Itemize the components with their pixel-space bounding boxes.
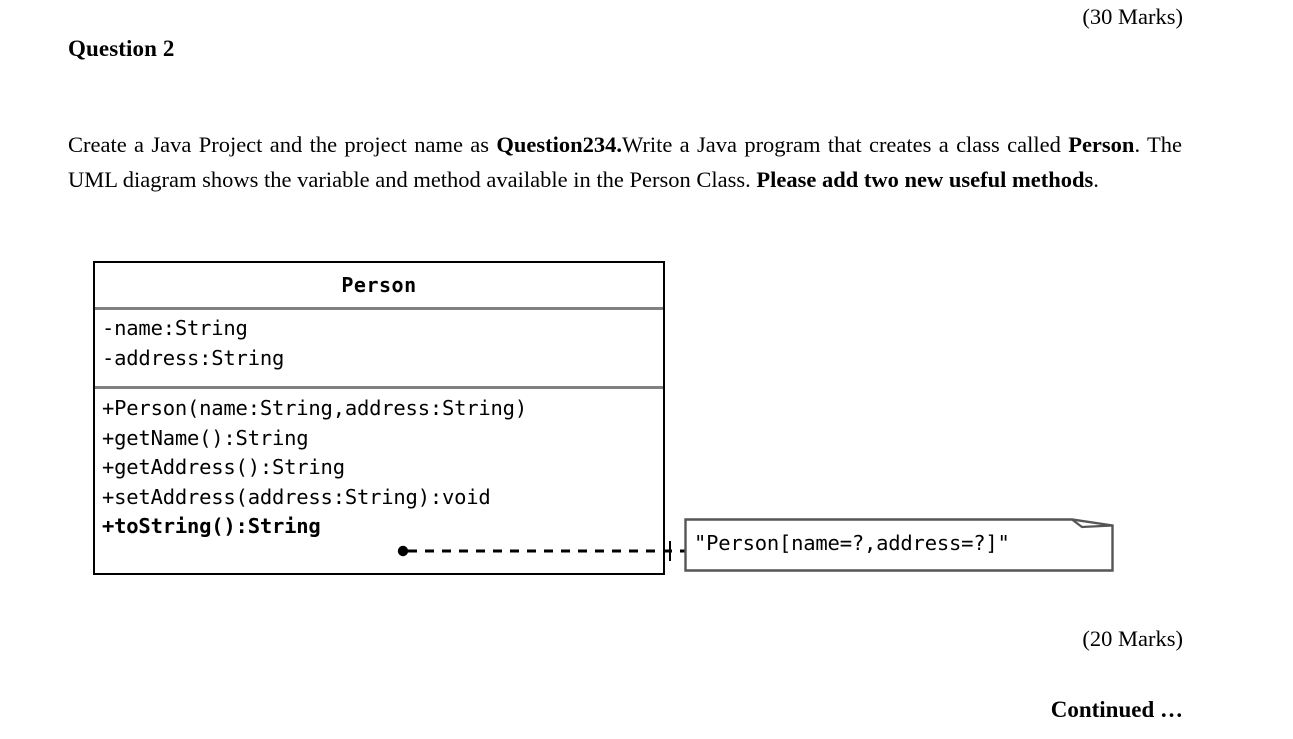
uml-attribute-row: -address:String — [102, 345, 285, 370]
uml-note-box: "Person[name=?,address=?]" — [684, 518, 1114, 572]
uml-attributes-compartment: -name:String -address:String — [95, 310, 663, 386]
uml-method-row: +Person(name:String,address:String) — [102, 396, 527, 420]
paragraph-segment-5: . The UML diagram shows the variable and… — [68, 131, 1182, 193]
paragraph-instruction-bold: Please add two new useful methods — [756, 167, 1094, 192]
paragraph-project-name: Question234. — [496, 131, 623, 157]
uml-methods-compartment: +Person(name:String,address:String) +get… — [95, 389, 663, 542]
note-shape — [684, 518, 1114, 572]
continued-label: Continued … — [1050, 697, 1183, 722]
paragraph-segment-1: Create a Java Project and the project na… — [68, 131, 497, 157]
marks-bottom-label: (20 Marks) — [1082, 626, 1183, 651]
uml-class-box: Person -name:String -address:String +Per… — [93, 261, 665, 575]
note-folded-corner-icon — [1071, 518, 1113, 529]
paragraph-segment-3: Write a Java program that creates a clas… — [622, 131, 1069, 157]
paragraph-class-name: Person — [1068, 131, 1135, 157]
uml-separator-methods — [95, 386, 663, 389]
marks-top-label: (30 Marks) — [1082, 4, 1183, 29]
note-outline — [684, 518, 1114, 572]
uml-method-row: +setAddress(address:String):void — [102, 484, 491, 509]
uml-method-row: +getName():String — [102, 425, 309, 450]
uml-method-row-tostring: +toString():String — [102, 514, 321, 538]
uml-separator-attributes — [95, 307, 663, 310]
paragraph-segment-7: . — [1093, 167, 1099, 192]
uml-method-row: +getAddress():String — [102, 455, 345, 479]
uml-attribute-row: -name:String — [102, 316, 248, 340]
uml-note-text: "Person[name=?,address=?]" — [694, 531, 1010, 555]
page-title: Question 2 — [68, 36, 175, 61]
uml-class-name: Person — [341, 273, 417, 297]
question-body-paragraph: Create a Java Project and the project na… — [68, 127, 1182, 198]
